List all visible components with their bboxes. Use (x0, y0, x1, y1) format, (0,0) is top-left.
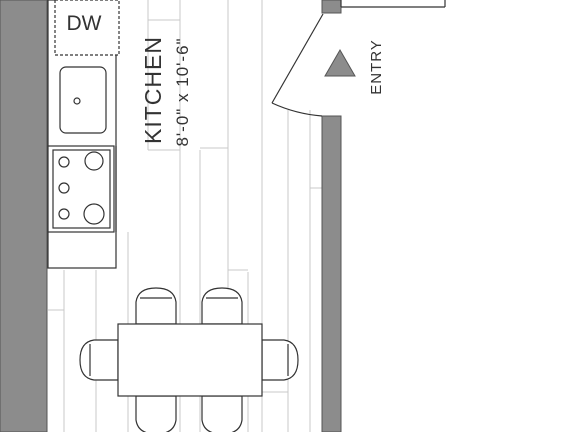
right-wall-upper (321, 0, 342, 14)
left-wall (0, 0, 48, 432)
drain-icon (73, 97, 81, 105)
triangle-up-icon (324, 48, 356, 77)
entry-label: ENTRY (368, 39, 385, 95)
chair-right (261, 339, 299, 381)
dishwasher-label: DW (67, 12, 102, 35)
chair-left (79, 339, 119, 381)
dining-set (79, 287, 299, 432)
chair-top-left (135, 287, 177, 325)
chair-bottom-left (135, 395, 177, 432)
kitchen-dimensions: 8'-0" x 10'-6" (173, 37, 192, 146)
dining-table (117, 323, 263, 397)
stove (47, 145, 115, 233)
dishwasher: DW (54, 0, 120, 56)
sink (59, 66, 107, 134)
entry-door (271, 13, 324, 117)
chair-bottom-right (201, 395, 243, 432)
chair-top-right (201, 287, 243, 325)
kitchen-name: KITCHEN (140, 36, 166, 144)
right-wall-lower (321, 115, 342, 432)
